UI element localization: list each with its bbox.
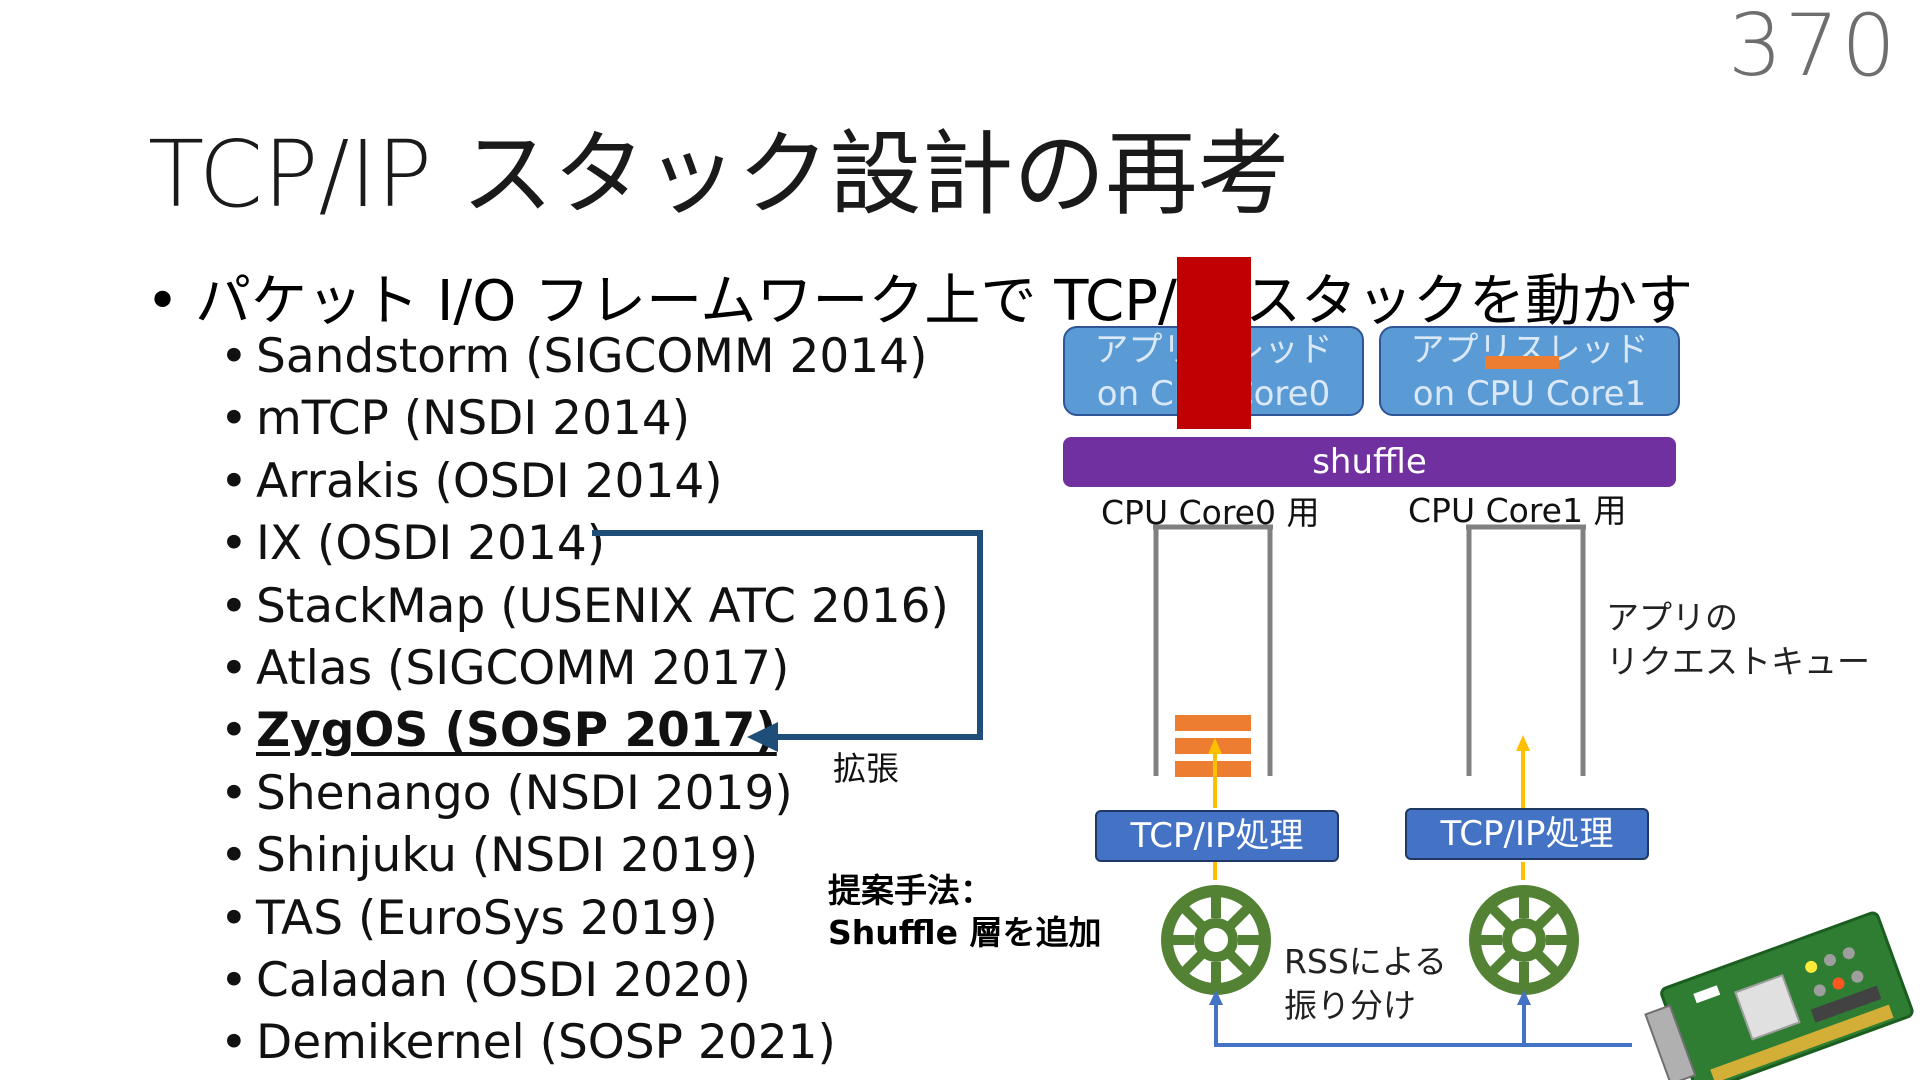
list-item-label: Shenango (NSDI 2019) — [256, 765, 793, 821]
nic-card-icon — [1644, 911, 1914, 1080]
proposal-label: 提案手法： Shuffle 層を追加 — [828, 870, 1101, 954]
tcpip-processing-core1: TCP/IP処理 — [1405, 808, 1649, 860]
yellow-arrow-core0 — [1208, 738, 1222, 808]
queue-label: アプリの リクエストキュー — [1606, 596, 1870, 684]
list-item-label: IX (OSDI 2014) — [256, 516, 606, 572]
list-item: •Arrakis (OSDI 2014) — [220, 453, 723, 509]
list-item: •Shenango (NSDI 2019) — [220, 765, 793, 821]
app-thread-core1-box: アプリスレッド on CPU Core1 — [1379, 326, 1680, 416]
nic-input-lines — [1209, 990, 1632, 1047]
packet-marker — [1485, 356, 1559, 369]
list-item: •IX (OSDI 2014) — [220, 516, 606, 572]
core0-label: CPU Core0 用 — [1101, 493, 1320, 532]
page-number: 370 — [1727, 0, 1898, 96]
list-item: •Sandstorm (SIGCOMM 2014) — [220, 329, 928, 384]
list-item-label: mTCP (NSDI 2014) — [256, 391, 691, 447]
list-item-label: TAS (EuroSys 2019) — [256, 890, 718, 946]
list-item-label: Caladan (OSDI 2020) — [256, 952, 751, 1008]
main-bullet-text: パケット I/O フレームワーク上で TCP/IP スタックを動かす — [195, 269, 1693, 334]
list-item-label: ZygOS (SOSP 2017) — [256, 703, 777, 759]
list-item-label: Shinjuku (NSDI 2019) — [256, 828, 759, 884]
shuffle-layer: shuffle — [1063, 437, 1676, 487]
main-bullet: •パケット I/O フレームワーク上で TCP/IP スタックを動かす — [146, 256, 1693, 337]
rss-label-line2: 振り分け — [1284, 986, 1416, 1025]
redaction-block — [1177, 257, 1251, 429]
list-item: •Atlas (SIGCOMM 2017) — [220, 640, 790, 696]
slide-title: TCP/IP スタック設計の再考 — [148, 121, 1290, 228]
rss-wheel-icon — [1469, 885, 1579, 995]
queue-label-line1: アプリの — [1606, 598, 1738, 637]
list-item: •mTCP (NSDI 2014) — [220, 391, 691, 447]
list-item: •StackMap (USENIX ATC 2016) — [220, 578, 949, 634]
list-item-label: StackMap (USENIX ATC 2016) — [256, 578, 949, 634]
tcpip-processing-core0: TCP/IP処理 — [1095, 810, 1339, 862]
bullet-dot: • — [146, 269, 180, 334]
proposal-line2: Shuffle 層を追加 — [828, 913, 1102, 952]
extension-arrow — [592, 530, 983, 752]
list-item: •Shinjuku (NSDI 2019) — [220, 828, 759, 884]
rss-label-line1: RSSによる — [1284, 942, 1447, 981]
request-queue-core1 — [1466, 524, 1586, 776]
list-item-label: Atlas (SIGCOMM 2017) — [256, 640, 790, 696]
app-thread-core1-line2: on CPU Core1 — [1412, 374, 1647, 414]
yellow-arrow-core1 — [1516, 735, 1530, 808]
request-queue-core0 — [1153, 524, 1273, 776]
list-item-label: Arrakis (OSDI 2014) — [256, 453, 723, 509]
reference-list: •Sandstorm (SIGCOMM 2014) •mTCP (NSDI 20… — [220, 326, 949, 1075]
list-item: •Demikernel (SOSP 2021) — [220, 1015, 836, 1071]
list-item-label: Demikernel (SOSP 2021) — [256, 1015, 836, 1071]
queue-label-line2: リクエストキュー — [1606, 642, 1870, 681]
proposal-line1: 提案手法： — [828, 871, 993, 910]
rss-wheel-icon — [1161, 885, 1271, 995]
list-item: •Caladan (OSDI 2020) — [220, 952, 751, 1008]
rss-label: RSSによる 振り分け — [1284, 940, 1447, 1028]
core1-label: CPU Core1 用 — [1408, 491, 1627, 530]
list-item-label: Sandstorm (SIGCOMM 2014) — [256, 329, 928, 384]
list-item-highlighted: •ZygOS (SOSP 2017) — [220, 703, 777, 759]
list-item: •TAS (EuroSys 2019) — [220, 890, 718, 946]
extension-label: 拡張 — [833, 749, 899, 788]
